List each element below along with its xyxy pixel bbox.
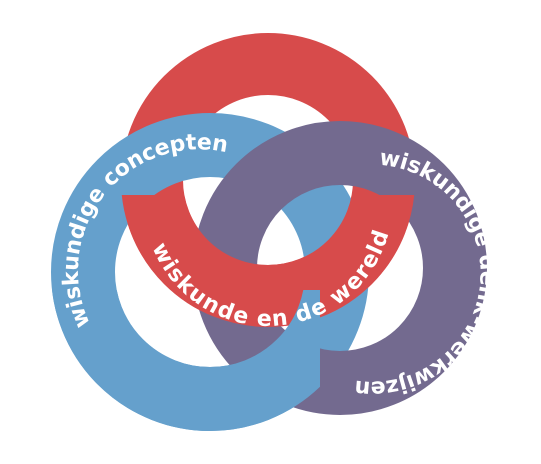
world-ring-front bbox=[121, 195, 415, 327]
concepts-ring-front bbox=[52, 290, 320, 431]
